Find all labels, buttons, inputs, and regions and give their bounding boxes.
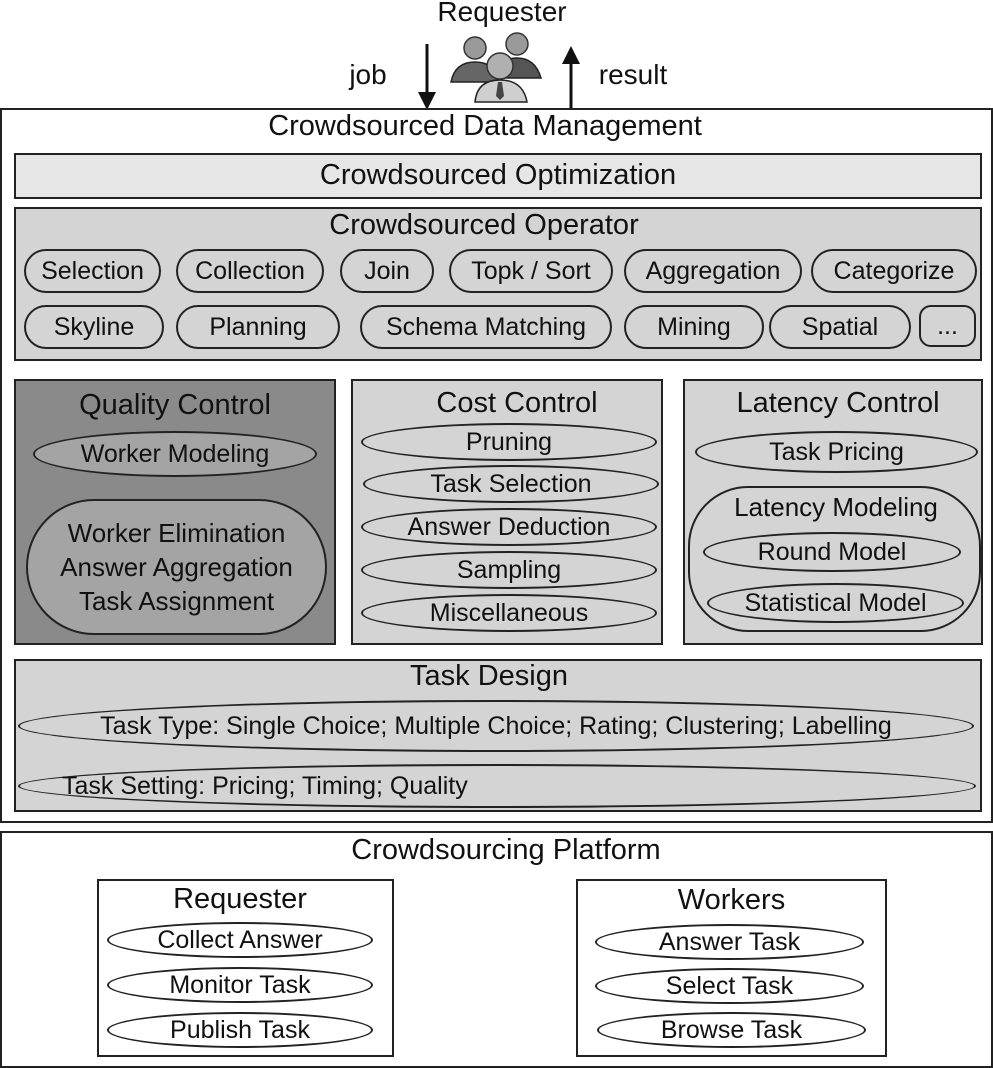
task-design-title: Task Design <box>410 660 568 692</box>
answer-task: Answer Task <box>595 924 864 960</box>
quality-control-title: Quality Control <box>79 389 271 421</box>
job-label: job <box>349 59 387 90</box>
operator-collection: Collection <box>176 249 324 293</box>
task-setting: Task Setting: Pricing; Timing; Quality <box>18 764 976 808</box>
cost-sampling: Sampling <box>361 551 657 589</box>
cost-miscellaneous: Miscellaneous <box>361 594 657 632</box>
statistical-model: Statistical Model <box>707 583 964 623</box>
publish-task: Publish Task <box>107 1012 373 1048</box>
operator-selection: Selection <box>24 249 161 293</box>
operator-spatial: Spatial <box>769 305 911 349</box>
cost-pruning: Pruning <box>361 423 657 461</box>
operator-planning: Planning <box>176 305 340 349</box>
cdm-title: Crowdsourced Data Management <box>268 110 702 142</box>
collect-answer: Collect Answer <box>107 922 373 958</box>
worker-elimination: Worker Elimination <box>67 518 286 548</box>
job-arrow-down <box>418 44 436 110</box>
operator-title: Crowdsourced Operator <box>329 209 639 241</box>
operator-skyline: Skyline <box>24 305 164 349</box>
worker-modeling: Worker Modeling <box>33 431 317 477</box>
cost-answer-deduction: Answer Deduction <box>361 508 657 546</box>
answer-aggregation: Answer Aggregation <box>60 552 293 582</box>
platform-requester-title: Requester <box>173 883 307 915</box>
task-setting-text: Task Setting: Pricing; Timing; Quality <box>62 771 468 800</box>
monitor-task: Monitor Task <box>107 967 373 1003</box>
result-label: result <box>598 59 668 90</box>
platform-workers-title: Workers <box>677 884 786 916</box>
latency-modeling-group <box>688 486 981 632</box>
operator-topk-sort: Topk / Sort <box>449 249 613 293</box>
operator-mining: Mining <box>624 305 764 349</box>
cost-control-title: Cost Control <box>436 387 598 419</box>
task-type: Task Type: Single Choice; Multiple Choic… <box>18 700 974 752</box>
optimization-title: Crowdsourced Optimization <box>319 159 677 191</box>
task-assignment: Task Assignment <box>78 586 275 616</box>
round-model: Round Model <box>703 532 961 572</box>
quality-control-group: Worker Elimination Answer Aggregation Ta… <box>26 499 327 635</box>
operator-join: Join <box>340 249 434 293</box>
task-pricing: Task Pricing <box>695 431 978 473</box>
operator-categorize: Categorize <box>811 249 977 293</box>
operator-more: ... <box>919 305 976 347</box>
latency-control-title: Latency Control <box>736 387 940 419</box>
cost-task-selection: Task Selection <box>363 465 659 503</box>
select-task: Select Task <box>595 968 864 1004</box>
crowdsourced-optimization-box <box>14 153 982 199</box>
platform-title: Crowdsourcing Platform <box>351 834 661 866</box>
operator-schema-matching: Schema Matching <box>360 305 612 349</box>
browse-task: Browse Task <box>597 1012 866 1048</box>
result-arrow-up <box>562 46 580 112</box>
latency-modeling-title: Latency Modeling <box>734 492 938 522</box>
operator-aggregation: Aggregation <box>624 249 802 293</box>
requester-top-label: Requester <box>437 0 567 27</box>
requester-people-icon <box>450 32 543 103</box>
